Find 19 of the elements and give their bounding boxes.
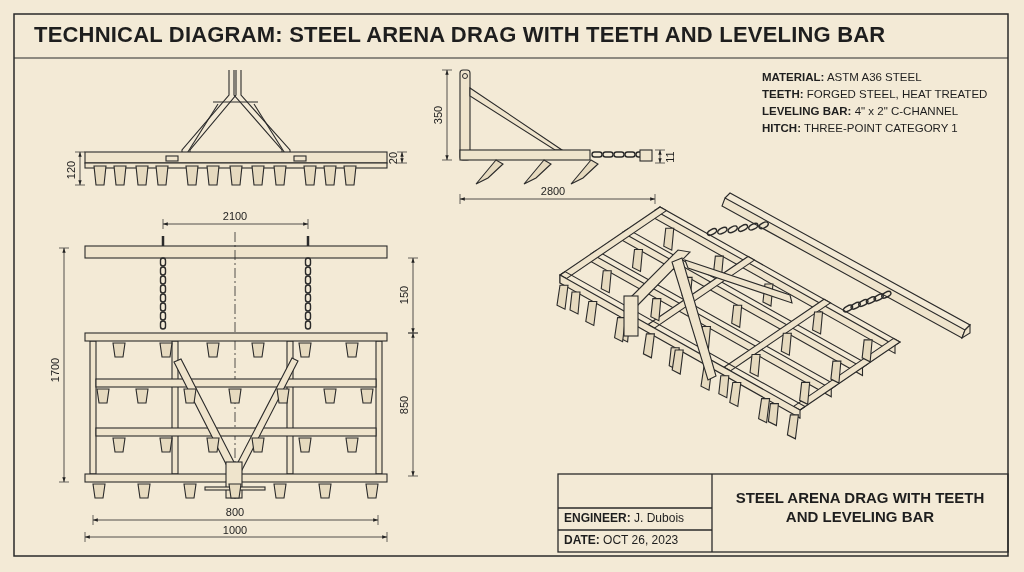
engineer-field: ENGINEER: J. Dubois <box>564 512 685 526</box>
dimension-value: 350 <box>431 105 445 125</box>
dimension-value: 2100 <box>222 209 248 223</box>
spec-note: LEVELING BAR: 4" x 2" C-CHANNEL <box>762 105 959 119</box>
dimension-value: 20 <box>386 151 400 165</box>
dimension-value: 1700 <box>48 357 62 383</box>
dimension-value: 2800 <box>540 184 566 198</box>
spec-note: MATERIAL: ASTM A36 STEEL <box>762 71 922 85</box>
dimension-value: 150 <box>397 285 411 305</box>
spec-note: TEETH: FORGED STEEL, HEAT TREATED <box>762 88 988 102</box>
dimension-value: 800 <box>225 505 245 519</box>
dimension-value: 1000 <box>222 523 248 537</box>
dimension-value: 850 <box>397 395 411 415</box>
dimension-value: 120 <box>64 160 78 180</box>
spec-note: HITCH: THREE-POINT CATEGORY 1 <box>762 122 958 136</box>
dimension-value: 11 <box>663 151 677 163</box>
drawing-title: TECHNICAL DIAGRAM: STEEL ARENA DRAG WITH TEETH AND LEVELING BAR <box>34 22 886 48</box>
date-field: DATE: OCT 26, 2023 <box>564 534 679 548</box>
title-block-heading: STEEL ARENA DRAG WITH TEETH AND LEVELING BAR <box>734 489 986 527</box>
